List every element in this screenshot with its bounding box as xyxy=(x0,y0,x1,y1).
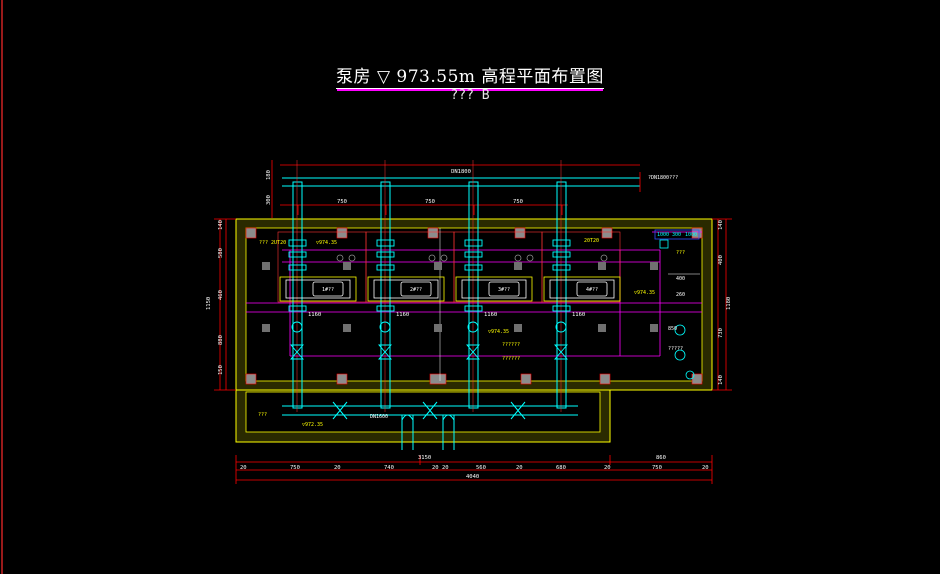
header-pipe-label: DN1800 xyxy=(451,169,471,175)
right-dim-1: 140 xyxy=(718,220,724,230)
top-spacing-2: 750 xyxy=(425,199,435,205)
equipment-pads xyxy=(262,262,658,332)
bottom-dim-5: 20 xyxy=(432,465,439,471)
pump-unit-2: 2#?? xyxy=(367,276,445,302)
left-dim-6: 150 xyxy=(218,365,224,375)
right-r-label: ????? xyxy=(668,346,683,352)
unit-2-spacing: 1160 xyxy=(396,312,409,318)
right-box-dim-3: 850 xyxy=(668,326,677,332)
bottom-dim-9: 680 xyxy=(556,465,566,471)
bottom-total: 4040 xyxy=(466,474,479,480)
right-dim-4: 730 xyxy=(718,328,724,338)
page-title: 泵房 ▽ 973.55m 高程平面布置图 xyxy=(336,67,604,89)
tr-label: 20T20 xyxy=(584,238,599,244)
left-dim-top-1: 180 xyxy=(266,170,272,180)
bottom-dimensions xyxy=(235,455,713,484)
pump-unit-3: 3#?? xyxy=(455,276,533,302)
bays xyxy=(277,228,621,381)
bottom-dim-12: 20 xyxy=(702,465,709,471)
right-dim-2: 400 xyxy=(718,255,724,265)
manifold-label: DN1600 xyxy=(370,414,388,420)
elev-left-label: ▽974.35 xyxy=(316,240,337,246)
right-top-dim-1: 1000 xyxy=(657,232,669,238)
bottom-dim-6: 20 xyxy=(442,465,449,471)
left-dim-4: 460 xyxy=(218,290,224,300)
left-dim-1: 140 xyxy=(218,220,224,230)
bottom-dim-texts: 20 750 20 740 20 20 560 20 680 20 750 20… xyxy=(240,455,709,480)
bottom-dim-4: 740 xyxy=(384,465,394,471)
right-dim-texts: 140 400 1180 730 140 xyxy=(718,220,732,385)
pump-unit-1: 1#?? xyxy=(279,276,357,302)
bottom-dim-11: 750 xyxy=(652,465,662,471)
left-dim-3: 1150 xyxy=(206,297,212,310)
bottom-dim-span-2: 860 xyxy=(656,455,666,461)
pump-unit-2-label: 2#?? xyxy=(410,287,422,293)
left-dim-2: 580 xyxy=(218,248,224,258)
right-dim-5: 140 xyxy=(718,375,724,385)
corner-label: ??? 2UT20 xyxy=(259,240,286,246)
right-dimensions xyxy=(712,218,732,391)
right-room: 1000 300 1000 ??? 400 260 850 ????? 20T2… xyxy=(584,229,702,380)
right-box-dim-1: 400 xyxy=(676,276,685,282)
drain-circles xyxy=(336,254,608,262)
bottom-dim-span-1: 3150 xyxy=(418,455,431,461)
bottom-dim-2: 750 xyxy=(290,465,300,471)
top-spacing-1: 750 xyxy=(337,199,347,205)
left-dimensions xyxy=(214,160,273,391)
discharge-manifold: DN1600 xyxy=(282,401,578,450)
right-dim-3: 1180 xyxy=(726,297,732,310)
unit-3-spacing: 1160 xyxy=(484,312,497,318)
pump-unit-3-label: 3#?? xyxy=(498,287,510,293)
pump-unit-4: 4#?? xyxy=(543,276,621,302)
bottom-dim-7: 560 xyxy=(476,465,486,471)
left-dim-5: 880 xyxy=(218,335,224,345)
right-box-dim-2: 260 xyxy=(676,292,685,298)
pipe-fittings xyxy=(288,239,571,360)
elev-right-label: ▽974.35 xyxy=(634,290,655,296)
header-pipe-end-label: ?DN1800??? xyxy=(648,175,678,181)
unit-1-spacing: 1160 xyxy=(308,312,321,318)
top-spacing-dims: 750 750 750 xyxy=(297,199,563,215)
pump-unit-1-label: 1#?? xyxy=(322,287,334,293)
right-top-dim-3: 1000 xyxy=(685,232,697,238)
top-spacing-3: 750 xyxy=(513,199,523,205)
header-pipe: DN1800 ?DN1800??? xyxy=(280,164,678,206)
mid-label-2: ?????? xyxy=(502,356,520,362)
pump-unit-4-label: 4#?? xyxy=(586,287,598,293)
bottom-dim-1: 20 xyxy=(240,465,247,471)
pump-units: 1#?? 2#?? 3#?? 4#?? xyxy=(279,276,621,302)
left-dim-texts: 140 580 1150 460 880 150 180 300 xyxy=(206,170,272,375)
bottom-dim-8: 20 xyxy=(516,465,523,471)
unit-pipes xyxy=(292,181,567,409)
elev-mid-label: ▽974.35 xyxy=(488,329,509,335)
mid-label-1: ?????? xyxy=(502,342,520,348)
plan-labels: ??? 2UT20 ▽974.35 ▽974.35 ▽974.35 ??????… xyxy=(259,240,655,362)
page-subtitle: ??? B xyxy=(450,88,490,103)
bottom-dim-3: 20 xyxy=(334,465,341,471)
unit-4-spacing: 1160 xyxy=(572,312,585,318)
pipe-centerlines xyxy=(296,160,562,412)
bottom-room-label: ??? xyxy=(258,412,267,418)
left-dim-top-2: 300 xyxy=(266,195,272,205)
building-walls xyxy=(235,218,713,443)
right-top-dim-2: 300 xyxy=(672,232,681,238)
bottom-dim-10: 20 xyxy=(604,465,611,471)
columns xyxy=(245,227,703,385)
annex-labels: ??? ▽972.35 xyxy=(258,412,323,428)
right-room-label: ??? xyxy=(676,250,685,256)
elev-bottom-label: ▽972.35 xyxy=(302,422,323,428)
